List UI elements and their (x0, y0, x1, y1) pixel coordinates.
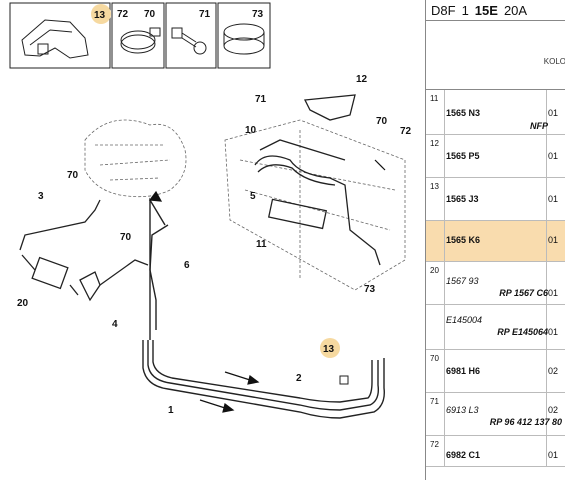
row-ref: 1565 P5 (446, 151, 480, 161)
row-ref: 6982 C1 (446, 450, 481, 460)
row-qty: 01 (548, 235, 559, 245)
callout-13: 13 (323, 344, 335, 355)
row-ref: E145004 (446, 315, 483, 325)
row-note: RP 96 412 137 80 (489, 417, 562, 427)
callout-5: 5 (250, 191, 256, 202)
callout-3: 3 (38, 191, 44, 202)
row-ref: 6913 L3 (446, 405, 479, 415)
exploded-parts-diagram: 13 72 70 71 73 (9, 2, 412, 419)
row-ref: 6981 H6 (446, 366, 481, 376)
row-qty: 01 (548, 194, 559, 204)
header-part-2: 1 (461, 2, 469, 18)
row-ref: 1565 N3 (446, 108, 481, 118)
row-index: 72 (430, 440, 439, 449)
callout-1: 1 (168, 405, 174, 416)
legend-num-71: 71 (199, 9, 211, 20)
row-qty: 02 (548, 405, 559, 415)
legend-num-13: 13 (94, 10, 106, 21)
hose-clamp-icon (120, 27, 161, 54)
row-qty: 01 (548, 288, 559, 298)
callout-12: 12 (356, 74, 368, 85)
header-bar: D8F 1 15E 20A (426, 0, 565, 21)
table-row[interactable]: 71 6913 L3 RP 96 412 137 80 02 (426, 393, 565, 436)
row-qty: 01 (548, 151, 559, 161)
table-row[interactable]: 72 6982 C1 01 (426, 436, 565, 467)
row-index: 70 (430, 354, 439, 363)
filter-and-hose (19, 199, 149, 302)
row-ref: 1567 93 (446, 276, 479, 286)
row-qty: 01 (548, 108, 559, 118)
legend-cell-71[interactable] (165, 2, 217, 69)
table-row[interactable]: 20 1567 93 RP 1567 C6 01 (426, 262, 565, 305)
header-part-4: 20A (503, 2, 528, 18)
callout-13-highlight (320, 338, 340, 358)
callout-20: 20 (17, 298, 29, 309)
row-ref: 1565 J3 (446, 194, 479, 204)
table-row[interactable]: 12 1565 P5 01 (426, 135, 565, 178)
engine-block-right (224, 119, 406, 291)
callout-13-marker (339, 375, 349, 385)
header-part-1: D8F (431, 2, 456, 18)
callout-73: 73 (364, 284, 376, 295)
band-clamp-icon (223, 23, 265, 55)
legend-num-72: 72 (117, 9, 129, 20)
callout-11: 11 (256, 239, 267, 250)
parts-table: D8F 1 15E 20A KOLO 11 1565 N3 NFP 01 12 … (425, 0, 565, 480)
callout-72: 72 (400, 126, 412, 137)
legend-num-70: 70 (144, 9, 156, 20)
legend-cell-72-70[interactable] (111, 2, 165, 69)
row-note: RP 1567 C6 (499, 288, 548, 298)
header-part-3: 15E (474, 2, 498, 18)
table-row-selected[interactable]: 1565 K6 01 (426, 221, 565, 262)
row-index: 13 (430, 182, 439, 191)
legend-13-highlight (91, 4, 111, 24)
engine-block-left (84, 119, 187, 198)
callout-6: 6 (184, 260, 190, 271)
table-row[interactable]: 13 1565 J3 01 (426, 178, 565, 221)
clip-bracket-icon (21, 19, 89, 59)
table-row[interactable]: E145004 RP E145064 01 (426, 305, 565, 350)
legend-cell-73[interactable] (217, 2, 271, 69)
row-ref: 1565 K6 (446, 235, 481, 245)
return-line-assembly (254, 94, 381, 266)
row-note: RP E145064 (497, 327, 548, 337)
diagram-canvas: 13 72 70 71 73 (9, 2, 412, 419)
row-qty: 02 (548, 366, 559, 376)
row-index: 71 (430, 397, 439, 406)
row-note: NFP (530, 121, 548, 131)
legend-strip (9, 2, 271, 69)
callout-70-mid: 70 (120, 232, 132, 243)
kolo-label: KOLO (543, 57, 565, 66)
table-row[interactable]: 11 1565 N3 NFP 01 (426, 90, 565, 135)
row-index: 11 (430, 94, 439, 103)
row-index: 12 (430, 139, 439, 148)
callout-71: 71 (255, 94, 267, 105)
callout-70-right: 70 (376, 116, 388, 127)
callout-70-left: 70 (67, 170, 79, 181)
legend-cell-13[interactable] (9, 2, 111, 69)
fuel-line-assembly (142, 197, 385, 419)
row-index: 20 (430, 266, 439, 275)
direction-arrows (148, 159, 386, 413)
bolt-icon (171, 27, 207, 55)
legend-num-73: 73 (252, 9, 264, 20)
table-row[interactable]: 70 6981 H6 02 (426, 350, 565, 393)
row-qty: 01 (548, 327, 559, 337)
column-header: KOLO (426, 21, 565, 90)
callout-2: 2 (296, 373, 302, 384)
row-qty: 01 (548, 450, 559, 460)
callout-10: 10 (245, 125, 257, 136)
callout-4: 4 (112, 319, 118, 330)
